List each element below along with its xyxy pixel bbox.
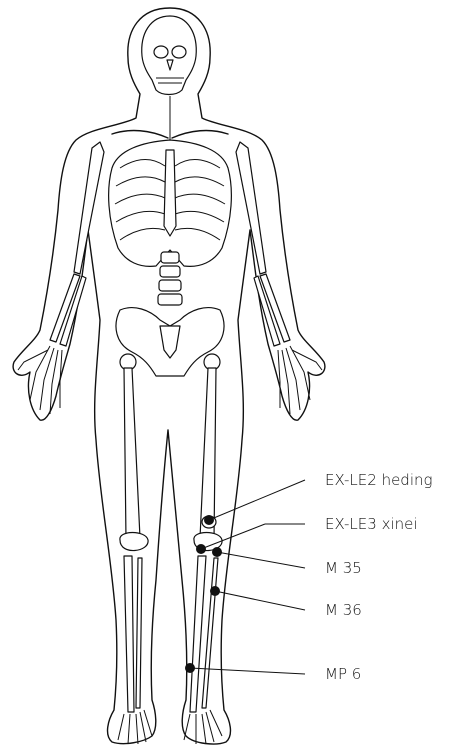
forearm-right — [254, 274, 290, 346]
eye-socket-left — [154, 46, 168, 58]
lower-leg-bones-left — [124, 556, 142, 712]
point-xinei — [196, 544, 206, 554]
label-xinei: EX-LE3 xinei — [325, 515, 418, 533]
point-mp6 — [185, 663, 195, 673]
leader-line-m35 — [217, 552, 305, 568]
sternum — [164, 150, 176, 236]
forearm-left — [50, 274, 86, 346]
femur-right — [200, 368, 216, 540]
point-m36 — [210, 586, 220, 596]
lumbar-spine — [158, 252, 182, 305]
label-m35: M 35 — [325, 559, 362, 577]
humerus-left — [74, 142, 104, 274]
femur-left — [124, 368, 140, 540]
humerus-right — [236, 142, 266, 274]
hand-left — [18, 346, 62, 414]
eye-socket-right — [172, 46, 186, 58]
leader-line-m36 — [215, 591, 305, 610]
leader-line-heding — [209, 480, 305, 520]
point-m35 — [212, 547, 222, 557]
label-m36: M 36 — [325, 601, 362, 619]
label-mp6: MP 6 — [325, 665, 361, 683]
point-heding — [204, 515, 214, 525]
knee-left — [120, 533, 148, 551]
label-heding: EX-LE2 heding — [325, 471, 433, 489]
lower-leg-bones-right — [190, 556, 218, 712]
